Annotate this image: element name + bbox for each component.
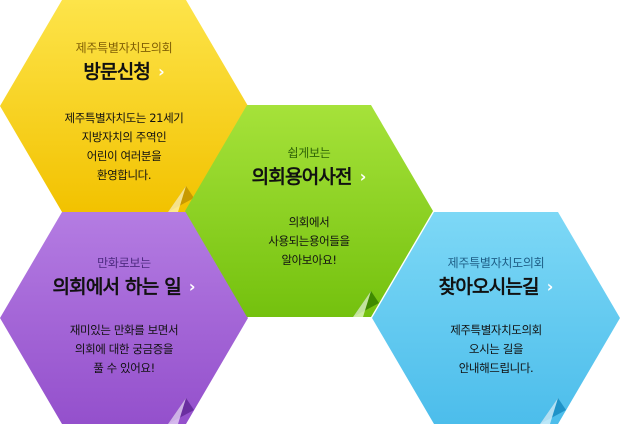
- hexagon-shape: [0, 212, 248, 424]
- tile-description-line: 알아보아요!: [281, 253, 337, 267]
- tile-description-line: 지방자치의 주역인: [81, 130, 167, 144]
- tile-description-line: 사용되는용어들을: [268, 234, 350, 248]
- chevron-right-icon: ›: [158, 62, 165, 81]
- chevron-right-icon: ›: [546, 277, 554, 296]
- tile-description-line: 환영합니다.: [96, 168, 152, 182]
- tile-description-line: 제주특별자치도의회: [450, 323, 542, 337]
- visit-application-tile[interactable]: 제주특별자치도의회 방문신청› 제주특별자치도는 21세기 지방자치의 주역인 …: [0, 0, 248, 212]
- tile-description-line: 의회에 대한 궁금증을: [74, 342, 174, 356]
- tile-title: 찾아오시는길: [438, 276, 540, 298]
- tile-title: 방문신청: [83, 61, 151, 83]
- hexagon-shape: [185, 105, 433, 317]
- tile-title: 의회용어사전: [251, 166, 353, 188]
- tile-description-line: 의회에서: [288, 215, 330, 229]
- tile-description-line: 제주특별자치도는 21세기: [64, 111, 184, 125]
- hexagon-shape: [0, 0, 248, 212]
- hexagon-shape: [372, 212, 620, 424]
- tile-title: 의회에서 하는 일: [52, 276, 182, 298]
- tile-description-line: 안내해드립니다.: [458, 361, 534, 375]
- chevron-right-icon: ›: [188, 277, 196, 296]
- chevron-right-icon: ›: [359, 167, 367, 186]
- tile-description-line: 어린이 여러분을: [86, 149, 162, 163]
- tile-description-line: 재미있는 만화를 보면서: [69, 323, 179, 337]
- tile-subtitle: 쉽게보는: [287, 146, 331, 160]
- council-cartoon-tile[interactable]: 만화로보는 의회에서 하는 일 › 재미있는 만화를 보면서 의회에 대한 궁금증…: [0, 212, 248, 424]
- tile-subtitle: 만화로보는: [97, 256, 151, 270]
- tile-description-line: 오시는 길을: [468, 342, 524, 356]
- directions-tile[interactable]: 제주특별자치도의회 찾아오시는길 › 제주특별자치도의회 오시는 길을 안내해드립…: [372, 212, 620, 424]
- tile-subtitle: 제주특별자치도의회: [75, 41, 173, 55]
- council-glossary-tile[interactable]: 쉽게보는 의회용어사전 › 의회에서 사용되는용어들을 알아보아요!: [185, 105, 433, 317]
- tile-subtitle: 제주특별자치도의회: [447, 256, 545, 270]
- tile-description-line: 풀 수 있어요!: [93, 361, 155, 375]
